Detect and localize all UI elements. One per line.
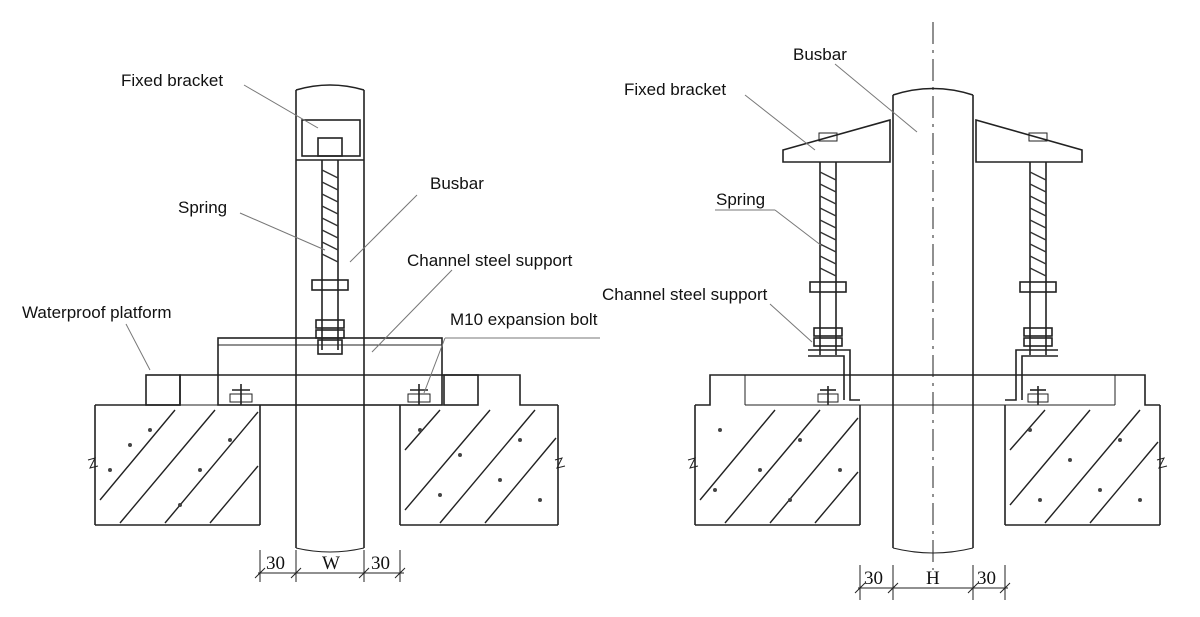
right-leader-lines — [715, 63, 918, 343]
left-label-busbar: Busbar — [430, 174, 484, 193]
right-fixed-bracket — [782, 118, 1083, 163]
right-spring-left — [809, 162, 847, 355]
right-label-busbar: Busbar — [793, 45, 847, 64]
right-diagram: Busbar Fixed bracket Spring Channel stee… — [602, 22, 1168, 600]
left-channel-steel-support — [217, 337, 443, 406]
right-label-spring: Spring — [716, 190, 765, 209]
left-dimension-right: 30 — [371, 553, 390, 574]
left-waterproof-platform — [145, 374, 479, 406]
right-dimension-left: 30 — [864, 568, 883, 589]
left-dimension-left: 30 — [266, 553, 285, 574]
left-leader-lines — [125, 84, 600, 394]
right-busbar — [892, 22, 974, 570]
left-concrete-hatch — [99, 409, 557, 524]
left-label-fixed-bracket: Fixed bracket — [121, 71, 223, 90]
left-dimension-line — [254, 550, 406, 582]
left-busbar — [295, 84, 365, 553]
right-dimension-middle: H — [926, 568, 940, 589]
right-concrete-slab — [687, 374, 1168, 526]
left-fixed-bracket — [296, 119, 364, 161]
left-spring — [311, 160, 349, 355]
left-label-channel-steel-support: Channel steel support — [407, 251, 573, 270]
left-label-waterproof-platform: Waterproof platform — [22, 303, 172, 322]
right-concrete-hatch — [699, 409, 1159, 524]
left-label-m10-expansion-bolt: M10 expansion bolt — [450, 310, 598, 329]
left-label-spring: Spring — [178, 198, 227, 217]
right-channel-steel-support — [808, 349, 1058, 405]
right-dimension-right: 30 — [977, 568, 996, 589]
right-label-channel-steel-support: Channel steel support — [602, 285, 768, 304]
left-concrete-slab — [87, 374, 566, 526]
right-label-fixed-bracket: Fixed bracket — [624, 80, 726, 99]
right-spring-right — [1019, 162, 1057, 355]
left-diagram: Fixed bracket Spring Busbar Channel stee… — [22, 71, 600, 582]
left-dimension-middle: W — [322, 553, 340, 574]
right-dimension-line — [854, 565, 1011, 600]
